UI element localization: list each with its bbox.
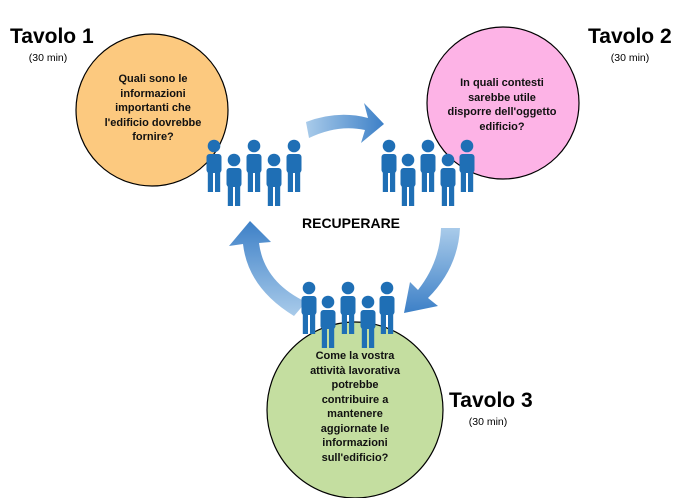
duration-tavolo-1: (30 min) bbox=[28, 52, 68, 64]
question-line: sarebbe utile bbox=[468, 91, 536, 104]
curved-arrow-icon bbox=[306, 103, 384, 143]
title-tavolo-2: Tavolo 2 bbox=[588, 25, 672, 48]
question-line: edificio? bbox=[479, 120, 525, 133]
circle-tavolo-1 bbox=[75, 33, 229, 187]
question-line: In quali contesti bbox=[460, 77, 544, 89]
question-line: potrebbe bbox=[331, 379, 379, 391]
question-tavolo-3: Come la vostra attività lavorativa potre… bbox=[297, 349, 413, 465]
circle-tavolo-3 bbox=[266, 321, 444, 498]
question-line: disporre dell'oggetto bbox=[447, 106, 557, 118]
person-group-icon bbox=[206, 139, 302, 206]
duration-tavolo-2: (30 min) bbox=[610, 52, 650, 64]
question-line: contribuire a bbox=[321, 393, 389, 406]
question-line: Come la vostra bbox=[315, 350, 395, 362]
title-tavolo-1: Tavolo 1 bbox=[10, 25, 94, 48]
question-line: mantenere bbox=[327, 408, 383, 420]
question-line: informazioni bbox=[322, 437, 388, 449]
question-line: sull'edificio? bbox=[321, 451, 389, 464]
question-line: informazioni bbox=[120, 87, 186, 100]
center-label: RECUPERARE bbox=[302, 215, 401, 231]
curved-arrow-icon bbox=[404, 228, 460, 313]
question-line: l'edificio dovrebbe bbox=[104, 116, 202, 129]
question-line: attività lavorativa bbox=[310, 364, 400, 377]
question-tavolo-2: In quali contesti sarebbe utile disporre… bbox=[441, 76, 563, 134]
title-tavolo-3: Tavolo 3 bbox=[449, 389, 533, 412]
question-tavolo-1: Quali sono le informazioni importanti ch… bbox=[97, 72, 209, 145]
question-line: importanti che bbox=[115, 102, 191, 114]
curved-arrow-icon bbox=[229, 221, 306, 316]
question-line: Quali sono le bbox=[118, 73, 188, 85]
question-line: fornire? bbox=[132, 131, 174, 143]
duration-tavolo-3: (30 min) bbox=[468, 416, 508, 428]
question-line: aggiornate le bbox=[320, 422, 390, 435]
